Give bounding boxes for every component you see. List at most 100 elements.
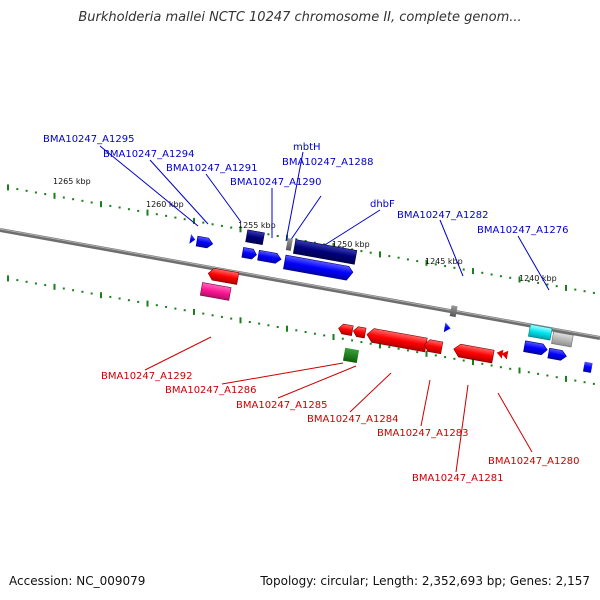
reverse-tick-mark [592,382,595,385]
gene-a1278[interactable] [523,340,549,356]
gene-forward-tiny[interactable] [189,233,196,245]
gene-a1275[interactable] [582,361,593,373]
forward-tick-mark [90,201,93,204]
gene-a1281[interactable] [453,343,495,364]
leader-a1283 [420,379,431,427]
gene-a1283-box[interactable] [342,347,360,364]
reverse-tick-mark [379,342,381,349]
reverse-tick-mark [509,367,512,370]
reverse-tick-mark [499,366,502,369]
forward-tick-mark [230,226,233,229]
forward-tick-mark [546,283,549,286]
label-bma10247-a1294[interactable]: BMA10247_A1294 [103,149,194,160]
reverse-tick-mark [313,332,316,335]
reverse-tick-mark [248,321,251,323]
gene-a1288[interactable] [283,254,354,281]
gene-a1282[interactable] [449,305,458,318]
leader-a1295 [99,145,199,227]
gene-a1292[interactable] [199,282,232,301]
forward-tick-mark [332,243,335,249]
forward-tick-mark [7,184,9,191]
gene-a1276[interactable] [528,324,553,341]
gene-dhbf[interactable] [292,239,358,265]
leader-mbth [285,151,304,242]
forward-tick-mark [481,271,484,274]
reverse-tick-mark [34,282,37,285]
label-bma10247-a1290[interactable]: BMA10247_A1290 [230,177,321,188]
forward-tick-mark [81,199,84,202]
forward-tick-mark [444,265,447,268]
leader-a1276 [517,235,550,291]
topology-summary: Topology: circular; Length: 2,352,693 bp… [260,574,590,588]
gene-mbth[interactable] [285,238,293,251]
gene-a1284[interactable] [423,339,444,355]
gene-forward-small[interactable] [443,322,452,333]
forward-tick-mark [202,221,205,224]
reverse-tick-mark [425,350,428,357]
gene-a1286[interactable] [352,326,367,339]
reverse-tick-mark [537,372,540,375]
leader-a1282 [439,219,464,277]
label-bma10247-a1291[interactable]: BMA10247_A1291 [166,163,257,174]
label-mbth[interactable]: mbtH [293,142,321,153]
reverse-tick-mark [155,304,158,307]
label-bma10247-a1283[interactable]: BMA10247_A1283 [377,428,468,439]
gene-a1277[interactable] [551,331,574,348]
forward-tick-mark [220,224,223,227]
reverse-tick-mark [453,357,456,360]
forward-tick-mark [304,240,307,242]
kbp-label-1245: 1245 kbp [425,257,463,266]
kbp-label-1250: 1250 kbp [332,240,370,249]
leader-a1285 [277,365,357,399]
gene-a1287[interactable] [338,323,354,337]
reverse-tick-mark [276,326,279,328]
reverse-tick-mark [146,300,149,307]
reverse-tick-mark [527,371,530,374]
gene-a1290[interactable] [241,247,258,260]
reverse-tick-mark [397,347,400,350]
chromosome-backbone [0,228,600,340]
reverse-tick-mark [258,322,261,325]
reverse-tick-mark [518,367,521,374]
reverse-tick-mark [267,324,270,327]
gene-a1280b[interactable] [501,350,509,360]
label-bma10247-a1280[interactable]: BMA10247_A1280 [488,456,579,467]
reverse-tick-mark [481,362,484,365]
forward-tick-mark [499,275,502,278]
gene-a1279[interactable] [547,347,567,361]
reverse-tick-mark [127,299,130,302]
reverse-tick-mark [165,305,168,308]
label-bma10247-a1285[interactable]: BMA10247_A1285 [236,400,327,411]
reverse-tick-mark [7,275,9,282]
gene-a1295[interactable] [195,235,214,249]
forward-tick-mark [425,259,428,266]
forward-tick-mark [16,188,19,191]
reverse-tick-mark [230,317,233,320]
reverse-tick-mark [183,309,186,312]
label-bma10247-a1281[interactable]: BMA10247_A1281 [412,473,503,484]
label-bma10247-a1282[interactable]: BMA10247_A1282 [397,210,488,221]
label-bma10247-a1286[interactable]: BMA10247_A1286 [165,385,256,396]
forward-tick-mark [239,226,242,233]
gene-a1285[interactable] [366,328,428,353]
gene-a1280a[interactable] [496,349,504,359]
forward-tick-mark [193,217,195,224]
gene-a1291[interactable] [245,229,265,246]
forward-tick-mark [472,268,474,275]
label-bma10247-a1284[interactable]: BMA10247_A1284 [307,414,398,425]
forward-tick-mark [555,285,558,288]
label-bma10247-a1292[interactable]: BMA10247_A1292 [101,371,192,382]
gene-a1293[interactable] [207,267,240,285]
label-dhbf[interactable]: dhbF [370,199,395,210]
reverse-tick-mark [555,376,558,379]
forward-tick-mark [416,260,419,263]
leader-a1288 [289,195,322,242]
forward-tick-mark [34,191,37,194]
label-bma10247-a1288[interactable]: BMA10247_A1288 [282,157,373,168]
gene-a1289[interactable] [257,249,282,264]
label-bma10247-a1276[interactable]: BMA10247_A1276 [477,225,568,236]
kbp-label-1255: 1255 kbp [238,221,276,230]
label-bma10247-a1295[interactable]: BMA10247_A1295 [43,134,134,145]
forward-tick-track [7,184,595,294]
